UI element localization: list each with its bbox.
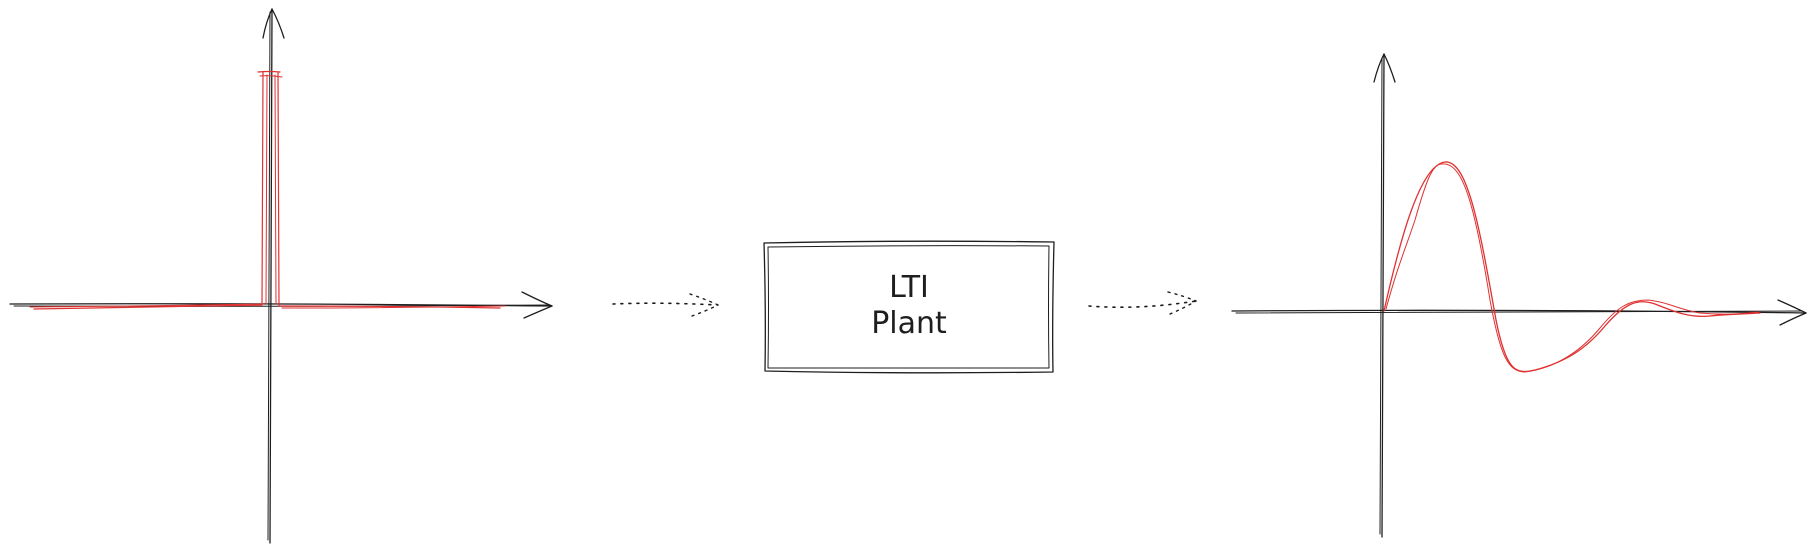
plant-label-line1: LTI: [889, 270, 929, 305]
output-x-axis: [1231, 299, 1807, 326]
lti-plant-block: LTI Plant: [763, 240, 1055, 374]
impulse-response-signal: [1383, 161, 1761, 373]
input-plot: [9, 8, 553, 544]
output-y-axis: [1373, 53, 1396, 538]
input-x-axis: [9, 291, 553, 319]
output-plot: [1231, 53, 1807, 538]
plant-to-output-arrow: [1088, 291, 1197, 315]
impulse-signal: [29, 70, 506, 310]
plant-label-line2: Plant: [871, 306, 947, 341]
input-to-plant-arrow: [612, 293, 719, 317]
